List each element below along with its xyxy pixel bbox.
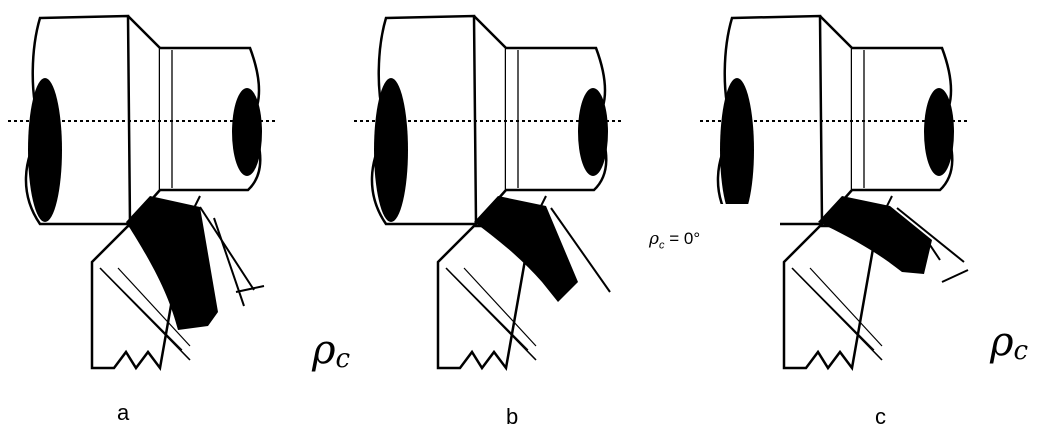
- rho-subscript: c: [659, 239, 665, 252]
- caption-c: c: [875, 404, 886, 429]
- caption-a: a: [117, 400, 130, 425]
- caption-b: b: [506, 404, 519, 429]
- rho-c-zero-label: ρc = 0°: [649, 230, 700, 251]
- rho-symbol: ρ: [990, 319, 1014, 365]
- rho-c-label-c: ρc: [990, 322, 1028, 364]
- rho-symbol: ρ: [312, 327, 336, 373]
- rho-subscript: c: [1013, 335, 1029, 366]
- rho-subscript: c: [335, 343, 351, 374]
- diagram-a: [6, 14, 280, 370]
- rho-zero-value: = 0°: [669, 229, 701, 248]
- rho-symbol: ρ: [649, 229, 659, 249]
- diagram-b: [352, 14, 626, 370]
- rho-c-label-a: ρc: [312, 330, 350, 372]
- diagram-c: [698, 14, 972, 370]
